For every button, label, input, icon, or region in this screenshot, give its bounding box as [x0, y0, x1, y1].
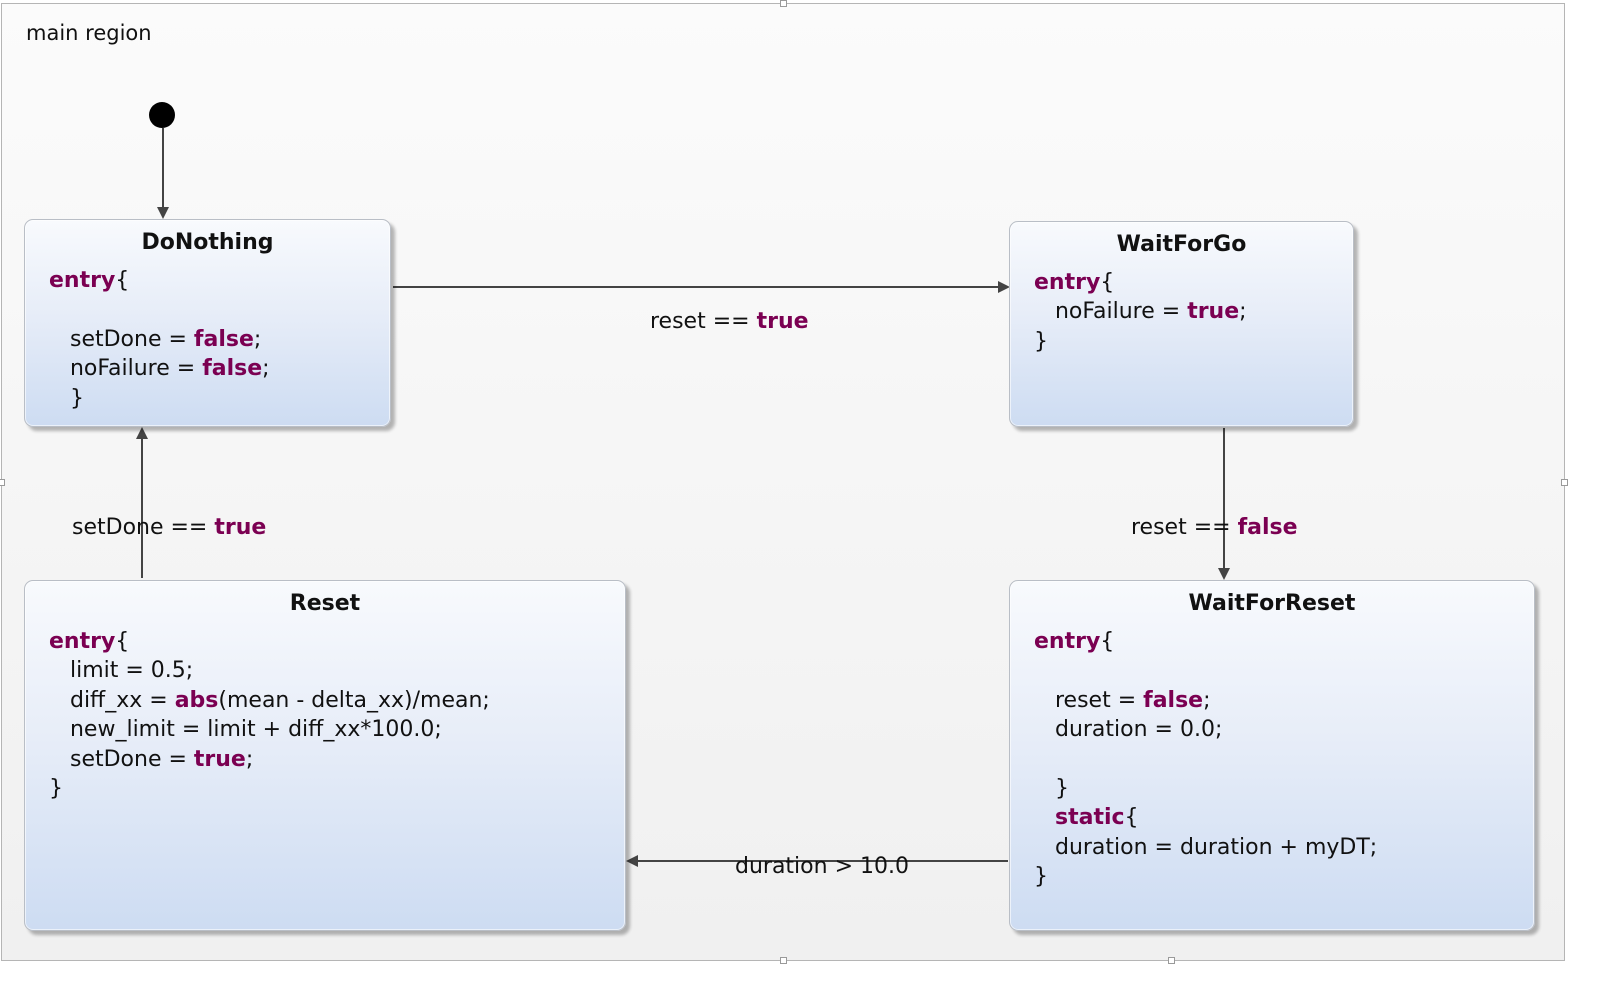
code-text: ;: [1239, 299, 1247, 325]
code-keyword: false: [193, 326, 254, 352]
code-line: entry{: [49, 266, 270, 295]
state-behavior-code: entry{ limit = 0.5; diff_xx = abs(mean -…: [49, 627, 490, 803]
guard-text: reset ==: [650, 309, 757, 334]
guard-label-reset-to-donothing[interactable]: setDone == true: [58, 490, 266, 540]
guard-value: false: [1237, 515, 1298, 540]
code-line: entry{: [1034, 268, 1247, 297]
guard-value: true: [214, 515, 267, 540]
code-keyword: true: [193, 746, 246, 772]
guard-label-waitforreset-to-reset[interactable]: duration > 10.0: [721, 829, 909, 879]
code-text: reset =: [1034, 687, 1144, 713]
state-name: Reset: [289, 591, 361, 616]
state-donothing[interactable]: DoNothing entry{ setDone = false; noFail…: [24, 219, 391, 427]
code-line: static{: [1034, 803, 1377, 832]
code-line: reset = false;: [1034, 686, 1377, 715]
code-text: setDone =: [49, 746, 194, 772]
code-text: {: [115, 629, 130, 654]
code-line: }: [49, 384, 270, 413]
resize-handle-right[interactable]: [1561, 479, 1568, 486]
code-text: }: [1034, 775, 1069, 801]
code-keyword: abs: [174, 687, 219, 713]
code-line: setDone = false;: [49, 325, 270, 354]
state-reset[interactable]: Reset entry{ limit = 0.5; diff_xx = abs(…: [24, 580, 626, 931]
code-text: {: [1124, 805, 1139, 831]
guard-text: setDone ==: [72, 515, 215, 540]
code-text: limit = 0.5;: [49, 658, 194, 684]
code-text: }: [1034, 864, 1048, 890]
code-line: noFailure = false;: [49, 354, 270, 383]
code-text: noFailure =: [1034, 299, 1188, 325]
code-line: entry{: [1034, 627, 1377, 656]
code-line: duration = 0.0;: [1034, 715, 1377, 744]
code-keyword: entry: [1034, 629, 1101, 654]
code-line: entry{: [49, 627, 490, 656]
code-keyword: entry: [49, 629, 116, 654]
state-name: WaitForReset: [1188, 591, 1356, 616]
resize-handle-bottom[interactable]: [780, 957, 787, 964]
guard-label-donothing-to-waitforgo[interactable]: reset == true: [636, 284, 809, 334]
code-text: (mean - delta_xx)/mean;: [218, 687, 490, 713]
resize-handle-bottom-right[interactable]: [1168, 957, 1175, 964]
code-keyword: entry: [1034, 270, 1101, 295]
code-line: limit = 0.5;: [49, 656, 490, 685]
code-line: duration = duration + myDT;: [1034, 833, 1377, 862]
resize-handle-top[interactable]: [780, 0, 787, 7]
state-name: DoNothing: [141, 230, 274, 255]
code-keyword: static: [1054, 805, 1125, 831]
state-behavior-code: entry{ reset = false; duration = 0.0; } …: [1034, 627, 1377, 892]
code-line: new_limit = limit + diff_xx*100.0;: [49, 715, 490, 744]
state-behavior-code: entry{ noFailure = true;}: [1034, 268, 1247, 356]
code-text: {: [1100, 270, 1115, 295]
code-line: }: [49, 774, 490, 803]
code-keyword: false: [202, 356, 263, 382]
code-text: }: [49, 385, 84, 411]
code-line: diff_xx = abs(mean - delta_xx)/mean;: [49, 686, 490, 715]
guard-text: duration > 10.0: [735, 854, 909, 879]
state-behavior-code: entry{ setDone = false; noFailure = fals…: [49, 266, 270, 413]
code-text: ;: [1203, 687, 1211, 713]
state-waitforgo[interactable]: WaitForGo entry{ noFailure = true;}: [1009, 221, 1354, 427]
code-line: [1034, 745, 1377, 774]
guard-value: true: [756, 309, 809, 334]
code-text: new_limit = limit + diff_xx*100.0;: [49, 717, 442, 743]
code-keyword: entry: [49, 268, 116, 293]
code-text: ;: [253, 326, 262, 352]
code-text: }: [49, 775, 63, 801]
code-line: }: [1034, 774, 1377, 803]
code-line: [1034, 656, 1377, 685]
guard-text: reset ==: [1131, 515, 1238, 540]
code-text: duration = 0.0;: [1034, 717, 1223, 743]
code-text: [1034, 805, 1055, 830]
code-line: }: [1034, 327, 1247, 356]
code-text: setDone =: [49, 326, 194, 352]
code-line: noFailure = true;: [1034, 297, 1247, 326]
code-text: duration = duration + myDT;: [1034, 834, 1378, 860]
state-name: WaitForGo: [1116, 232, 1247, 257]
code-text: ;: [245, 746, 254, 772]
code-line: setDone = true;: [49, 745, 490, 774]
code-text: diff_xx =: [49, 687, 175, 713]
initial-pseudostate[interactable]: [149, 102, 175, 128]
code-keyword: true: [1187, 299, 1240, 325]
region-label: main region: [26, 21, 152, 45]
code-text: {: [1100, 629, 1115, 654]
code-text: }: [1034, 328, 1048, 354]
state-waitforreset[interactable]: WaitForReset entry{ reset = false; durat…: [1009, 580, 1535, 931]
resize-handle-left[interactable]: [0, 479, 5, 486]
code-keyword: false: [1143, 687, 1204, 713]
code-text: ;: [262, 356, 270, 382]
code-line: [49, 295, 270, 324]
code-line: }: [1034, 862, 1377, 891]
code-text: {: [115, 268, 130, 293]
code-text: noFailure =: [49, 356, 203, 382]
guard-label-waitforgo-to-waitforreset[interactable]: reset == false: [1117, 490, 1298, 540]
